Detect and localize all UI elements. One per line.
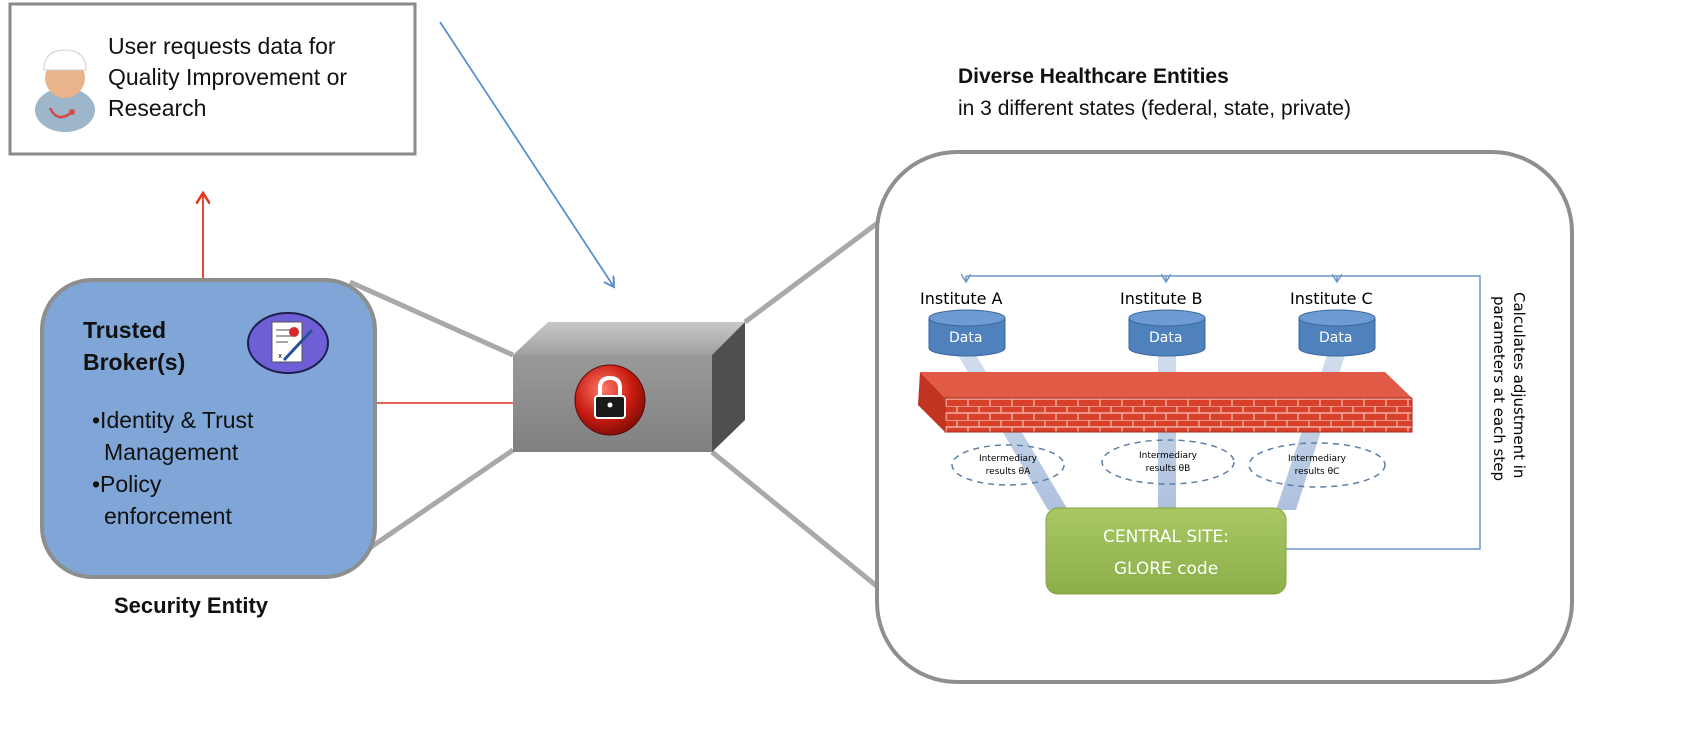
user-request-box: User requests data for Quality Improveme… <box>8 2 417 156</box>
svg-text:x: x <box>278 352 282 360</box>
result-b-line-1: Intermediary <box>1139 451 1198 461</box>
entities-title: Diverse Healthcare Entities <box>958 65 1229 88</box>
database-icon: Data <box>1128 309 1206 357</box>
institute-a-data-label: Data <box>949 330 982 346</box>
user-request-line-2: Quality Improvement or <box>108 64 347 90</box>
institute-b-data-label: Data <box>1149 330 1182 346</box>
zoom-line-broker-top <box>348 279 515 358</box>
broker-title-line-2: Broker(s) <box>83 349 185 375</box>
entities-subtitle: in 3 different states (federal, state, p… <box>958 97 1351 120</box>
user-request-line-3: Research <box>108 95 206 121</box>
intermediary-result-b: Intermediary results θB <box>1101 439 1235 485</box>
broker-bullet-line-1: •Identity & Trust <box>92 407 254 433</box>
result-c-line-1: Intermediary <box>1288 454 1347 464</box>
feedback-loop <box>966 276 1481 550</box>
database-icon: Data <box>928 309 1006 357</box>
central-site-box: CENTRAL SITE: GLORE code <box>1045 507 1287 595</box>
result-c-line-2: results θC <box>1295 467 1340 477</box>
zoom-line-entities-top <box>743 207 897 325</box>
trusted-broker-box: Trusted Broker(s) x •Identity & Trust Ma… <box>40 278 377 579</box>
request-arrow <box>439 21 614 287</box>
zoom-line-broker-bottom <box>350 447 515 563</box>
side-note-line-1: Calculates adjustment in <box>1510 292 1528 478</box>
lock-icon <box>574 364 646 436</box>
security-entity-caption: Security Entity <box>114 593 269 618</box>
intermediary-result-c: Intermediary results θC <box>1248 442 1386 488</box>
broker-bullet-line-3: •Policy <box>92 471 162 497</box>
broker-bullet-line-2: Management <box>104 439 239 465</box>
institute-a-name: Institute A <box>920 289 1003 308</box>
certificate-icon: x <box>247 312 329 374</box>
result-b-line-2: results θB <box>1146 464 1191 474</box>
intermediary-result-a: Intermediary results θA <box>951 444 1065 486</box>
secure-gateway-box <box>513 322 745 452</box>
institute-c-name: Institute C <box>1290 289 1373 308</box>
result-a-line-2: results θA <box>986 467 1032 477</box>
result-a-line-1: Intermediary <box>979 454 1038 464</box>
institute-b-name: Institute B <box>1120 289 1203 308</box>
zoom-line-entities-bottom <box>710 450 902 607</box>
broker-bullet-line-4: enforcement <box>104 503 232 529</box>
user-request-line-1: User requests data for <box>108 33 336 59</box>
database-icon: Data <box>1298 309 1376 357</box>
broker-title-line-1: Trusted <box>83 317 166 343</box>
central-site-line-1: CENTRAL SITE: <box>1103 527 1229 547</box>
firewall-icon <box>918 372 1413 433</box>
central-site-line-2: GLORE code <box>1114 559 1218 579</box>
institute-c-data-label: Data <box>1319 330 1352 346</box>
side-note-line-2: parameters at each step <box>1490 296 1508 481</box>
healthcare-entities-panel: Institute A Institute B Institute C Data… <box>875 150 1574 684</box>
user-doctor-icon <box>35 49 95 132</box>
